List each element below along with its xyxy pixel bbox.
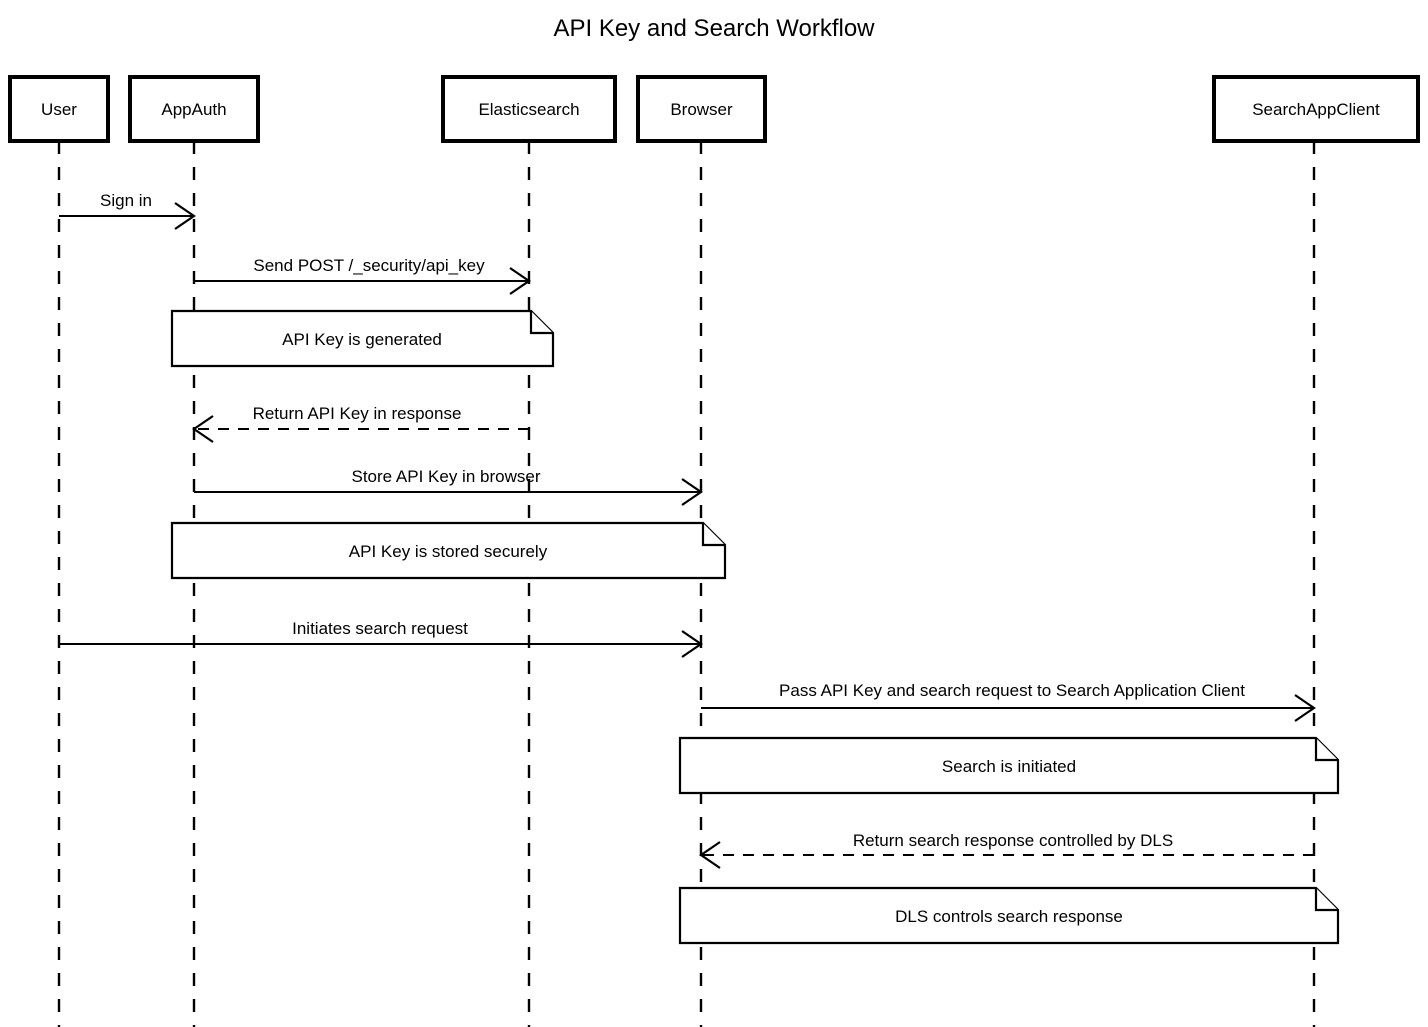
participant-label-elastic: Elasticsearch bbox=[478, 100, 579, 119]
participant-elastic[interactable]: Elasticsearch bbox=[441, 75, 617, 143]
note-n1: API Key is generated bbox=[170, 309, 555, 368]
participant-searchapp[interactable]: SearchAppClient bbox=[1212, 75, 1420, 143]
message-arrowhead-icon-m5 bbox=[681, 630, 703, 658]
message-m3[interactable]: Return API Key in response bbox=[192, 404, 529, 443]
note-n2: API Key is stored securely bbox=[170, 521, 727, 580]
lifelines-group bbox=[57, 141, 1316, 1027]
message-m6[interactable]: Pass API Key and search request to Searc… bbox=[701, 681, 1316, 722]
message-label-m1: Sign in bbox=[100, 191, 152, 210]
note-label-n3: Search is initiated bbox=[942, 757, 1076, 776]
note-body-n3 bbox=[678, 736, 1340, 795]
message-arrowhead-icon-m3 bbox=[192, 415, 214, 443]
note-fold-icon-n2 bbox=[701, 523, 725, 547]
message-label-m7: Return search response controlled by DLS bbox=[853, 831, 1173, 850]
message-m7[interactable]: Return search response controlled by DLS bbox=[699, 831, 1314, 869]
note-label-n4: DLS controls search response bbox=[895, 907, 1123, 926]
message-label-m5: Initiates search request bbox=[292, 619, 468, 638]
note-label-n2: API Key is stored securely bbox=[349, 542, 548, 561]
message-label-m6: Pass API Key and search request to Searc… bbox=[779, 681, 1245, 700]
message-label-m3: Return API Key in response bbox=[253, 404, 462, 423]
participant-label-browser: Browser bbox=[670, 100, 733, 119]
participant-user[interactable]: User bbox=[8, 75, 110, 143]
message-m4[interactable]: Store API Key in browser bbox=[194, 467, 703, 506]
message-label-m4: Store API Key in browser bbox=[352, 467, 541, 486]
page-title: API Key and Search Workflow bbox=[553, 15, 875, 42]
message-arrowhead-icon-m6 bbox=[1294, 694, 1316, 722]
message-arrowhead-icon-m7 bbox=[699, 841, 721, 869]
participant-browser[interactable]: Browser bbox=[636, 75, 767, 143]
message-label-m2: Send POST /_security/api_key bbox=[253, 256, 485, 275]
note-n4: DLS controls search response bbox=[678, 886, 1340, 945]
note-body-n4 bbox=[678, 886, 1340, 945]
participants-group: User AppAuth Elasticsearch Browser SearchApp… bbox=[8, 75, 1420, 143]
participant-box-browser bbox=[636, 75, 767, 143]
participant-box-elastic bbox=[441, 75, 617, 143]
participant-box-user bbox=[8, 75, 110, 143]
note-body-n2 bbox=[170, 521, 727, 580]
participant-label-appauth: AppAuth bbox=[161, 100, 226, 119]
participant-box-appauth bbox=[128, 75, 260, 143]
participant-box-searchapp bbox=[1212, 75, 1420, 143]
note-fold-icon-n3 bbox=[1314, 738, 1338, 762]
participant-label-searchapp: SearchAppClient bbox=[1252, 100, 1380, 119]
message-arrowhead-icon-m4 bbox=[681, 478, 703, 506]
message-m5[interactable]: Initiates search request bbox=[59, 619, 703, 658]
message-m1[interactable]: Sign in bbox=[59, 191, 196, 230]
note-n3: Search is initiated bbox=[678, 736, 1340, 795]
messages-group: Sign in Send POST /_security/api_keyRetur… bbox=[59, 191, 1316, 869]
message-arrowhead-icon-m2 bbox=[509, 267, 531, 295]
participant-label-user: User bbox=[41, 100, 77, 119]
message-m2[interactable]: Send POST /_security/api_key bbox=[194, 256, 531, 295]
note-label-n1: API Key is generated bbox=[282, 330, 442, 349]
note-body-n1 bbox=[170, 309, 555, 368]
message-arrowhead-icon-m1 bbox=[174, 202, 196, 230]
participant-appauth[interactable]: AppAuth bbox=[128, 75, 260, 143]
note-fold-icon-n4 bbox=[1314, 888, 1338, 912]
note-fold-icon-n1 bbox=[529, 311, 553, 335]
